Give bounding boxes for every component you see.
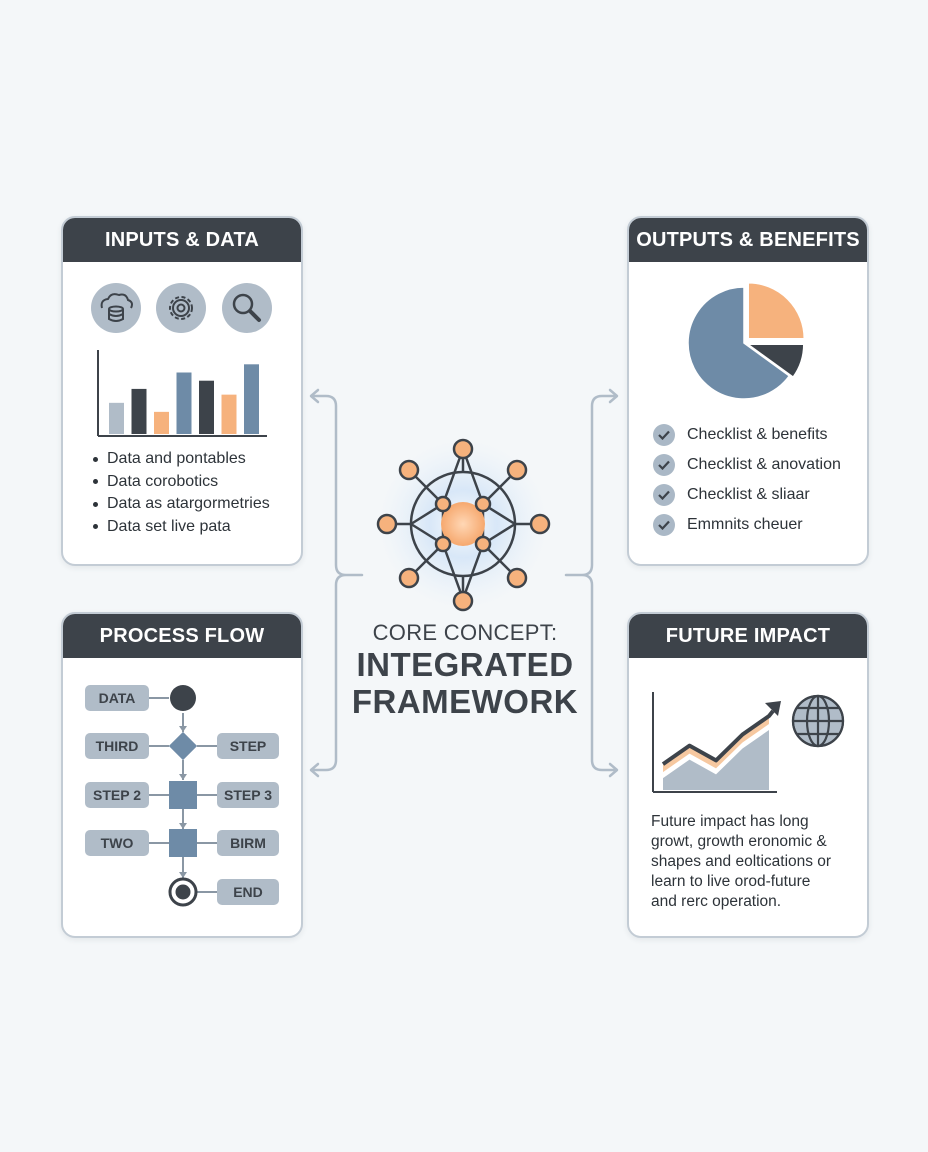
checkmark-icon — [653, 484, 675, 506]
core-concept: CORE CONCEPT: INTEGRATED FRAMEWORK — [340, 620, 590, 720]
checklist-item: Checklist & sliaar — [653, 480, 841, 510]
bar-mark — [221, 394, 237, 434]
flow-node-step-3: STEP 3 — [217, 782, 279, 808]
future-impact-paragraph: Future impact has long growt, growth ero… — [651, 812, 851, 912]
checklist-item: Emmnits cheuer — [653, 510, 841, 540]
inputs-bullet-item: Data as atargormetries — [93, 493, 270, 516]
future-impact-card: FUTURE IMPACT Future impac — [627, 612, 869, 938]
inputs-bullet-list: Data and pontables Data corobotics Data … — [93, 448, 270, 538]
flow-node-step: STEP — [217, 733, 279, 759]
process-flow-connectors — [149, 685, 217, 907]
future-paragraph-line: learn to live orod-future — [651, 873, 811, 890]
trend-arrow-icon — [765, 701, 781, 716]
decision-node — [168, 731, 198, 761]
bar-mark — [199, 380, 214, 434]
outputs-checklist: Checklist & benefits Checklist & anovati… — [653, 420, 841, 540]
process-flow-body: DATA THIRD STEP STEP 2 STEP 3 TWO BIRM E… — [63, 658, 301, 934]
future-area-chart — [661, 701, 781, 790]
checkmark-icon — [653, 424, 675, 446]
inputs-graphics — [91, 283, 272, 437]
inputs-bar-chart-axes — [97, 350, 267, 437]
process-flow-title: PROCESS FLOW — [63, 614, 301, 658]
bar-mark — [176, 372, 192, 434]
globe-icon — [791, 694, 845, 748]
checkmark-icon — [653, 454, 675, 476]
flow-node-step-2: STEP 2 — [85, 782, 149, 808]
checklist-item-label: Checklist & anovation — [687, 456, 841, 473]
cloud-database-icon — [91, 283, 141, 333]
core-concept-kicker: CORE CONCEPT: — [372, 620, 558, 645]
bar-mark — [131, 388, 147, 434]
bar-mark — [244, 364, 259, 434]
flow-node-two: TWO — [85, 830, 149, 856]
future-paragraph-line: shapes and eoltications or — [651, 853, 832, 870]
checklist-item: Checklist & anovation — [653, 450, 841, 480]
pie-slice — [747, 282, 805, 340]
future-impact-body: Future impact has long growt, growth ero… — [629, 658, 867, 934]
future-paragraph-line: growt, growth eronomic & — [651, 833, 827, 850]
future-impact-title: FUTURE IMPACT — [629, 614, 867, 658]
checklist-item-label: Checklist & sliaar — [687, 486, 810, 503]
outputs-benefits-title: OUTPUTS & BENEFITS — [629, 218, 867, 262]
pie-slice — [745, 343, 805, 379]
checklist-item-label: Emmnits cheuer — [687, 516, 803, 533]
checklist-item: Checklist & benefits — [653, 420, 841, 450]
flow-node-data: DATA — [85, 685, 149, 711]
gear-icon — [156, 283, 206, 333]
inputs-data-card: INPUTS & DATA — [61, 216, 303, 566]
bar-mark — [154, 411, 169, 434]
process-node — [169, 781, 197, 809]
outputs-benefits-card: OUTPUTS & BENEFITS Checklist & benefits … — [627, 216, 869, 566]
process-node — [169, 829, 197, 857]
inputs-bullet-item: Data corobotics — [93, 471, 270, 494]
checkmark-icon — [653, 514, 675, 536]
network-hub-icon — [376, 438, 551, 612]
future-graphics — [652, 692, 845, 793]
pie-slice — [687, 286, 791, 400]
flow-node-third: THIRD — [85, 733, 149, 759]
flow-node-birm: BIRM — [217, 830, 279, 856]
process-flow-card: PROCESS FLOW — [61, 612, 303, 938]
future-paragraph-line: and rerc operation. — [651, 893, 782, 910]
future-paragraph-line: Future impact has long — [651, 813, 809, 830]
inputs-bullet-item: Data set live pata — [93, 516, 270, 539]
flow-node-end: END — [217, 879, 279, 905]
outputs-pie-chart — [687, 282, 805, 400]
magnifier-icon — [222, 283, 272, 333]
core-concept-title-line-1: INTEGRATED — [356, 646, 574, 683]
inputs-bar-chart — [109, 364, 259, 434]
checklist-item-label: Checklist & benefits — [687, 426, 828, 443]
bar-mark — [109, 402, 124, 434]
inputs-data-title: INPUTS & DATA — [63, 218, 301, 262]
core-concept-title-line-2: FRAMEWORK — [351, 683, 579, 720]
inputs-bullet-item: Data and pontables — [93, 448, 270, 471]
start-node — [170, 685, 196, 711]
